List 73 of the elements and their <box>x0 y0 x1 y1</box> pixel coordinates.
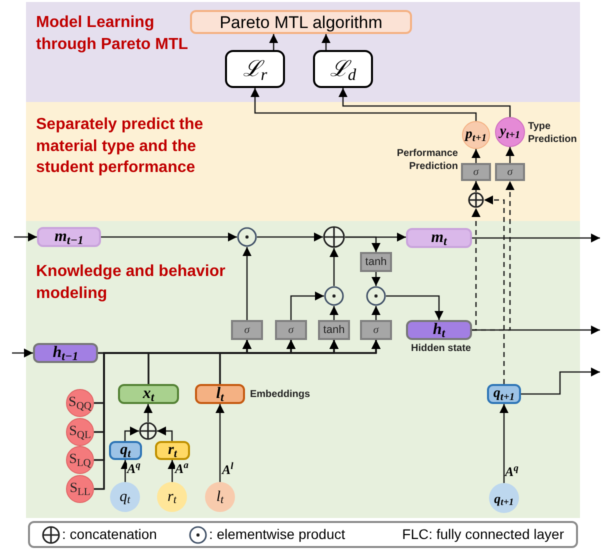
sigmoid-gate-box: σ <box>231 320 263 340</box>
algorithm-box: Pareto MTL algorithm <box>190 10 412 34</box>
input-box: q$_{t}$ <box>109 441 142 460</box>
node-caption: Hidden state <box>410 342 472 355</box>
section-band <box>26 221 580 518</box>
arrow <box>242 247 252 320</box>
arrow <box>250 88 477 121</box>
edge-label: A$^{q}$ <box>505 465 519 478</box>
arrow <box>12 348 33 358</box>
elementwise-product-symbol <box>237 227 257 247</box>
arrow <box>330 306 338 320</box>
arrow <box>506 147 514 163</box>
arrow <box>521 368 600 395</box>
edge-label: A$^{l}$ <box>222 463 234 476</box>
arrow <box>386 295 444 320</box>
hidden-state-box: h$_{t−1}$ <box>33 343 98 363</box>
legend-note: FLC: fully connected layer <box>402 525 564 544</box>
arrow <box>290 292 324 320</box>
concatenation-symbol <box>468 192 484 208</box>
memory-state-box: m$_{t}$ <box>406 228 472 248</box>
arrow <box>14 232 37 242</box>
tanh-box: tanh <box>318 320 350 340</box>
sigmoid-gate-box: σ <box>360 320 392 340</box>
section-heading: Knowledge and behavior modeling <box>36 262 226 304</box>
addition-symbol <box>323 226 345 248</box>
loss-box: ℒ$_{r}$ <box>225 50 285 88</box>
arrow <box>216 404 224 482</box>
tanh-box: tanh <box>360 252 392 272</box>
dashed-arrow <box>472 208 480 331</box>
section-heading: Model Learning through Pareto MTL <box>36 13 189 55</box>
section-heading: Separately predict the material type and the student performance <box>36 115 204 178</box>
arrow <box>345 232 406 242</box>
arrow <box>124 426 139 441</box>
section-band <box>26 2 580 102</box>
arrow <box>472 234 600 242</box>
arrow <box>257 232 323 242</box>
arrow <box>345 236 380 252</box>
edge-label: A$^{q}$ <box>127 462 141 475</box>
memory-state-box: m$_{t−1}$ <box>37 227 101 247</box>
dashed-arrow <box>484 196 505 384</box>
node-caption: Type Prediction <box>528 120 578 146</box>
section-band <box>26 102 580 221</box>
legend-text: : concatenation <box>62 525 157 544</box>
arrow <box>338 88 511 117</box>
arrow <box>101 232 237 242</box>
sigmoid-gate-box: σ <box>495 163 525 181</box>
elementwise-product-symbol <box>366 286 386 306</box>
arrow <box>500 404 508 483</box>
embedding-box: x$_{t}$ <box>118 384 179 404</box>
arrow <box>372 306 380 320</box>
concatenation-symbol <box>139 422 157 440</box>
arrow <box>330 248 338 286</box>
arrow <box>322 34 330 50</box>
arrow <box>144 404 153 422</box>
arrow <box>269 34 278 50</box>
input-box: r$_{t}$ <box>155 441 190 460</box>
arrow <box>472 149 480 163</box>
input-box: q$_{t+1}$ <box>487 384 521 404</box>
hidden-state-box: h$_{t}$ <box>406 320 472 340</box>
loss-box: ℒ$_{d}$ <box>313 50 373 88</box>
arrow <box>472 326 600 334</box>
edge-label: A$^{a}$ <box>175 462 189 475</box>
node-caption: Performance Prediction <box>396 147 458 173</box>
arrow <box>472 181 480 192</box>
embedding-box: l$_{t}$ <box>195 384 245 404</box>
node-caption: Embeddings <box>250 388 312 401</box>
legend-text: : elementwise product <box>208 525 346 544</box>
arrow <box>168 460 177 482</box>
elementwise-product-symbol <box>324 286 344 306</box>
sigmoid-gate-box: σ <box>275 320 307 340</box>
arrow <box>157 426 173 441</box>
arrow <box>372 272 380 286</box>
sigmoid-gate-box: σ <box>461 163 491 181</box>
